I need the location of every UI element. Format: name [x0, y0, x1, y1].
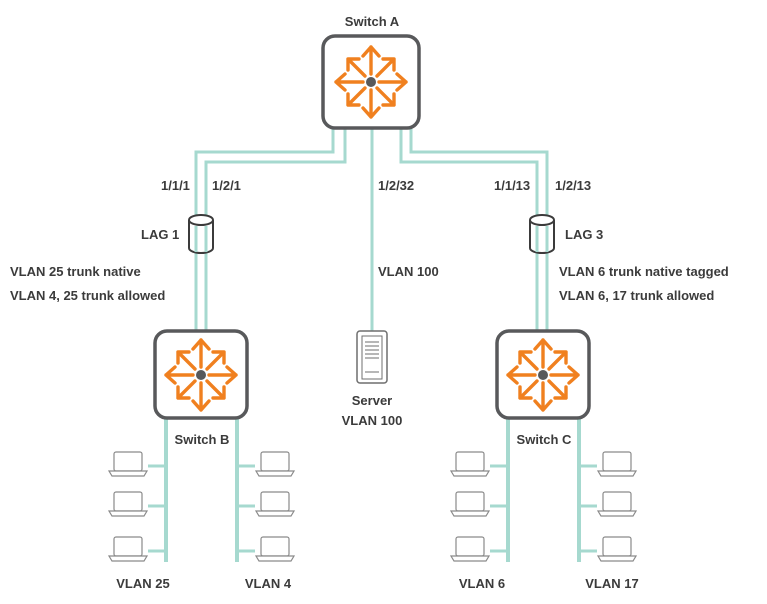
vlan-4-label: VLAN 4: [245, 576, 292, 591]
lag1-allowed-label: VLAN 4, 25 trunk allowed: [10, 288, 165, 303]
port-label-1-1-13: 1/1/13: [494, 178, 530, 193]
port-label-1-2-32: 1/2/32: [378, 178, 414, 193]
lag3-cylinder-icon: [529, 214, 555, 254]
lag1-native-label: VLAN 25 trunk native: [10, 264, 141, 279]
laptop-icon[interactable]: [108, 536, 148, 562]
lag3-link: [399, 126, 549, 334]
lag1-label: LAG 1: [141, 227, 179, 242]
laptop-icon[interactable]: [597, 536, 637, 562]
laptop-icon[interactable]: [450, 491, 490, 517]
server-icon[interactable]: [356, 330, 388, 384]
laptop-icon[interactable]: [450, 536, 490, 562]
switch-a[interactable]: [321, 34, 421, 130]
switch-b-vlan4-endpoints: [255, 451, 295, 562]
port-label-1-1-1: 1/1/1: [161, 178, 190, 193]
switch-c[interactable]: [495, 329, 591, 420]
lag3-native-label: VLAN 6 trunk native tagged: [559, 264, 729, 279]
server-label: Server: [352, 393, 392, 408]
laptop-icon[interactable]: [597, 491, 637, 517]
port-label-1-2-13: 1/2/13: [555, 178, 591, 193]
vlan-17-label: VLAN 17: [585, 576, 638, 591]
lag1-cylinder-icon: [188, 214, 214, 254]
switch-b-label: Switch B: [175, 432, 230, 447]
switch-c-access-links: [490, 416, 597, 562]
lag3-label: LAG 3: [565, 227, 603, 242]
laptop-icon[interactable]: [255, 491, 295, 517]
switch-b[interactable]: [153, 329, 249, 420]
lag1-link: [194, 126, 347, 334]
switch-b-vlan25-endpoints: [108, 451, 148, 562]
switch-c-label: Switch C: [517, 432, 573, 447]
vlan-25-label: VLAN 25: [116, 576, 169, 591]
switch-b-access-links: [148, 416, 255, 562]
vlan-6-label: VLAN 6: [459, 576, 505, 591]
laptop-icon[interactable]: [450, 451, 490, 477]
switch-c-vlan6-endpoints: [450, 451, 490, 562]
server-vlan-label: VLAN 100: [342, 413, 403, 428]
laptop-icon[interactable]: [255, 451, 295, 477]
port-label-1-2-1: 1/2/1: [212, 178, 241, 193]
links: [148, 126, 597, 562]
laptop-icon[interactable]: [108, 491, 148, 517]
switch-a-label: Switch A: [345, 14, 400, 29]
laptop-icon[interactable]: [108, 451, 148, 477]
lag3-allowed-label: VLAN 6, 17 trunk allowed: [559, 288, 714, 303]
switch-c-vlan17-endpoints: [597, 451, 637, 562]
server-link-label: VLAN 100: [378, 264, 439, 279]
laptop-icon[interactable]: [255, 536, 295, 562]
laptop-icon[interactable]: [597, 451, 637, 477]
